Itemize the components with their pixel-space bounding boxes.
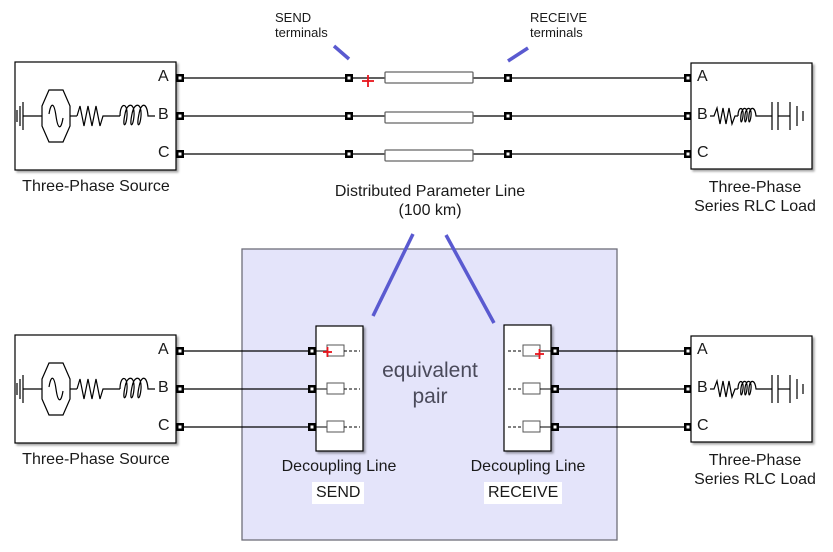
port-label-b: B (158, 379, 169, 396)
send-decoupling-pointer (371, 233, 415, 317)
bottom-load-block[interactable] (690, 335, 813, 443)
send-block-port-b[interactable] (308, 385, 316, 393)
port-label-a: A (697, 341, 708, 358)
receive-terminal-a[interactable] (504, 74, 512, 82)
top-source-port-a[interactable] (176, 74, 184, 82)
send-block-port-a[interactable] (308, 347, 316, 355)
bottom-source-port-c[interactable] (176, 423, 184, 431)
send-annotation-line1: SEND (275, 10, 312, 25)
load-label-line2: Series RLC Load (694, 471, 816, 488)
port-label-c: C (697, 144, 709, 161)
top-source-port-b[interactable] (176, 112, 184, 120)
receive-decoupling-pointer (444, 234, 496, 324)
bottom-source-block[interactable] (14, 334, 177, 444)
port-label-b: B (697, 379, 708, 397)
top-load-block[interactable] (690, 62, 813, 170)
decoupling-line-send-block[interactable] (315, 325, 364, 452)
send-terminal-a[interactable] (345, 74, 353, 82)
distributed-line-label: Distributed Parameter Line (100 km) (290, 182, 570, 220)
receive-terminal-b[interactable] (504, 112, 512, 120)
load-label-line1: Three-Phase (708, 179, 802, 196)
bottom-source-port-b[interactable] (176, 385, 184, 393)
polarity-plus-icon (535, 349, 544, 359)
receive-block-port-c[interactable] (551, 423, 559, 431)
line-label-length: (100 km) (398, 202, 462, 219)
top-load-label: Three-Phase Series RLC Load (680, 178, 830, 216)
port-label-c: C (697, 417, 709, 434)
receive-annotation-line1: RECEIVE (530, 10, 588, 25)
equivalent-word: equivalent (382, 359, 478, 382)
receive-tag: RECEIVE (484, 482, 563, 504)
receive-terminal-c[interactable] (504, 150, 512, 158)
line-label-title: Distributed Parameter Line (334, 183, 526, 200)
port-label-c: C (158, 144, 170, 161)
send-terminal-b[interactable] (345, 112, 353, 120)
send-block-port-c[interactable] (308, 423, 316, 431)
bottom-source-port-a[interactable] (176, 347, 184, 355)
bottom-source-label: Three-Phase Source (22, 451, 170, 468)
bottom-load-label: Three-Phase Series RLC Load (680, 451, 830, 489)
receive-terminals-annotation: RECEIVE terminals (530, 10, 587, 40)
port-label-a: A (158, 68, 169, 85)
top-source-block[interactable] (14, 61, 177, 171)
receive-annotation-pointer (507, 46, 529, 63)
polarity-plus-icon (323, 347, 332, 357)
send-terminals-annotation: SEND terminals (275, 10, 328, 40)
bottom-wires-right (559, 350, 684, 428)
send-annotation-line2: terminals (275, 25, 328, 40)
receive-annotation-line2: terminals (530, 25, 583, 40)
port-label-a: A (697, 68, 708, 85)
port-label-a: A (158, 341, 169, 358)
send-block-label: Decoupling Line (281, 458, 397, 475)
load-label-line1: Three-Phase (708, 452, 802, 469)
bottom-wires-left (184, 350, 308, 428)
receive-block-port-a[interactable] (551, 347, 559, 355)
polarity-plus-icon (362, 75, 374, 87)
send-terminal-c[interactable] (345, 150, 353, 158)
equivalent-pair-text: equivalent pair (370, 358, 490, 410)
load-label-line2: Series RLC Load (694, 198, 816, 215)
distributed-parameter-line-block[interactable] (353, 71, 504, 162)
receive-block-label: Decoupling Line (470, 458, 586, 475)
port-label-c: C (158, 417, 170, 434)
top-source-port-c[interactable] (176, 150, 184, 158)
decoupling-line-receive-block[interactable] (503, 324, 552, 452)
port-label-b: B (158, 106, 169, 123)
send-annotation-pointer (332, 44, 351, 61)
send-tag: SEND (312, 482, 365, 504)
top-source-label: Three-Phase Source (22, 178, 170, 195)
port-label-b: B (697, 106, 708, 124)
top-wires-left (184, 77, 345, 155)
receive-block-port-b[interactable] (551, 385, 559, 393)
top-wires-right (512, 77, 684, 155)
pair-word: pair (412, 385, 448, 408)
